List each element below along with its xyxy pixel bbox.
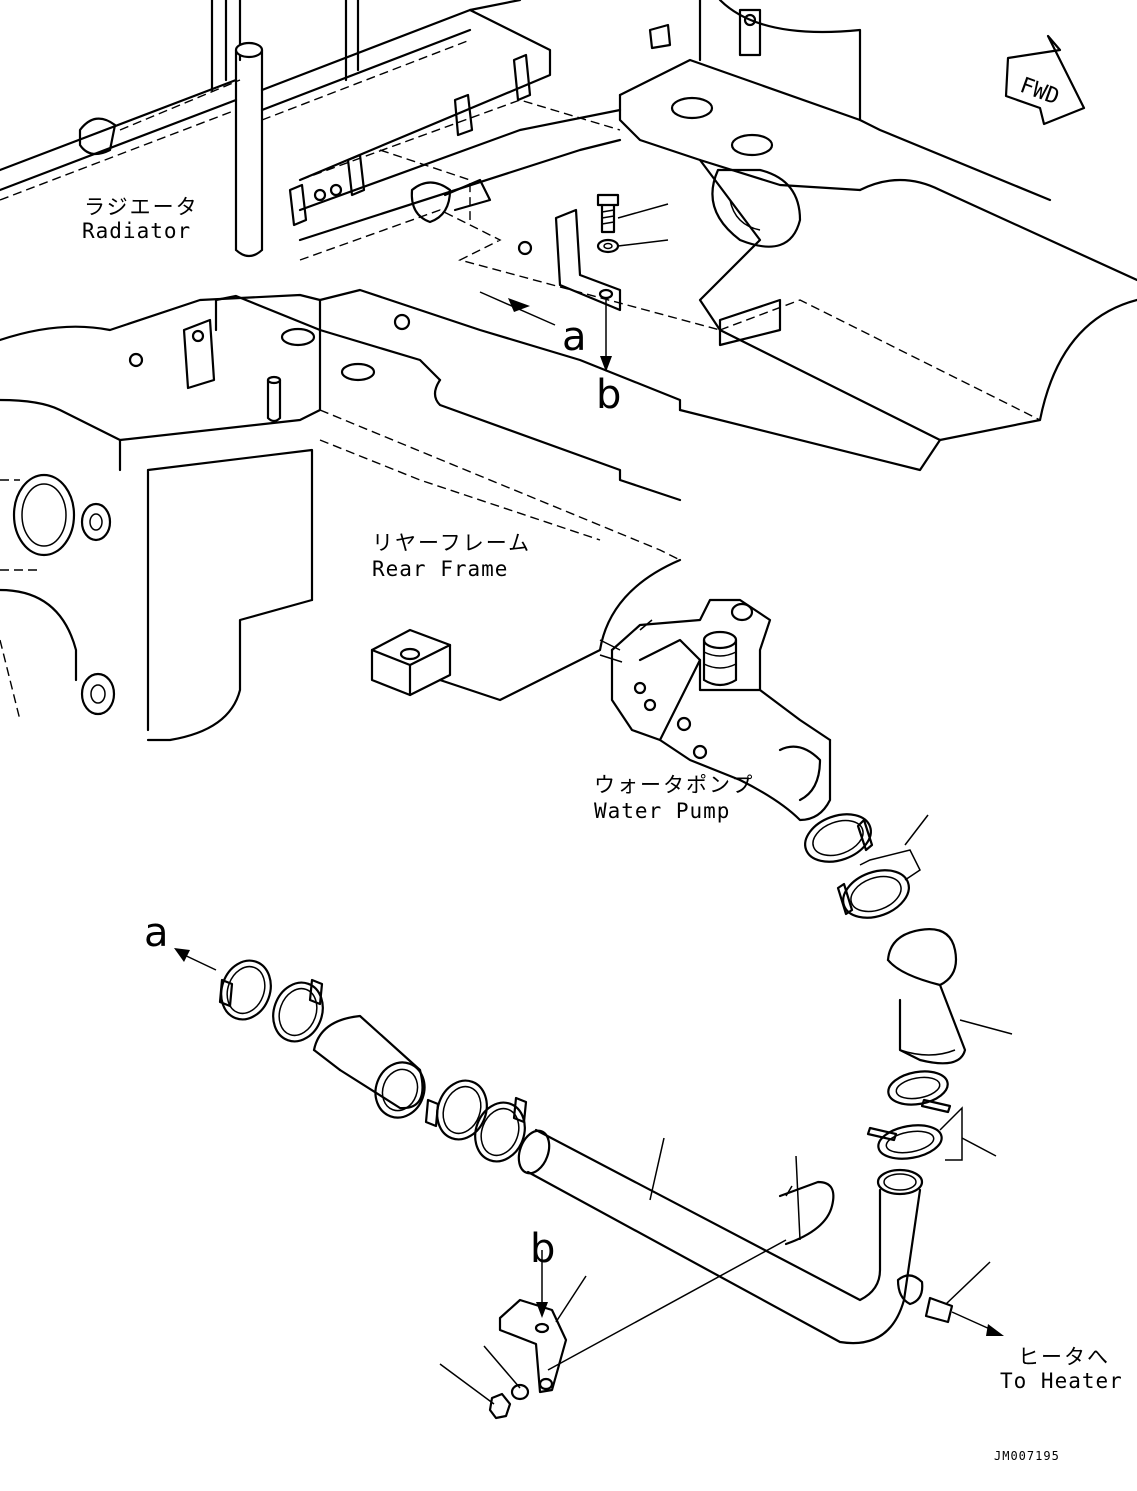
rear-frame-label-en: Rear Frame — [372, 557, 508, 581]
radiator-label-en: Radiator — [82, 219, 191, 243]
water-pump-label-en: Water Pump — [594, 799, 730, 823]
pipe-bracket — [439, 1250, 587, 1420]
ref-b-upper: b — [596, 372, 621, 418]
drawing-code: JM007195 — [994, 1449, 1060, 1463]
heater-label-jp: ヒータへ — [1018, 1345, 1110, 1369]
radiator-label-jp: ラジエータ — [84, 195, 199, 219]
left-hose-assembly — [174, 948, 528, 1163]
fwd-arrow-icon: FWD — [1004, 34, 1086, 126]
ref-a-lower: a — [144, 910, 169, 956]
rear-frame-label-jp: リヤーフレーム — [372, 531, 531, 555]
ref-a-upper: a — [562, 314, 587, 360]
heater-label-en: To Heater — [1000, 1369, 1123, 1393]
water-pump-drawing — [599, 598, 832, 822]
water-pump-label-jp: ウォータポンプ — [594, 773, 754, 797]
radiator-frame-drawing — [0, 0, 1137, 742]
ref-b-lower: b — [530, 1226, 555, 1272]
right-hose-assembly — [804, 813, 1013, 1161]
bent-pipe — [517, 1128, 1004, 1371]
